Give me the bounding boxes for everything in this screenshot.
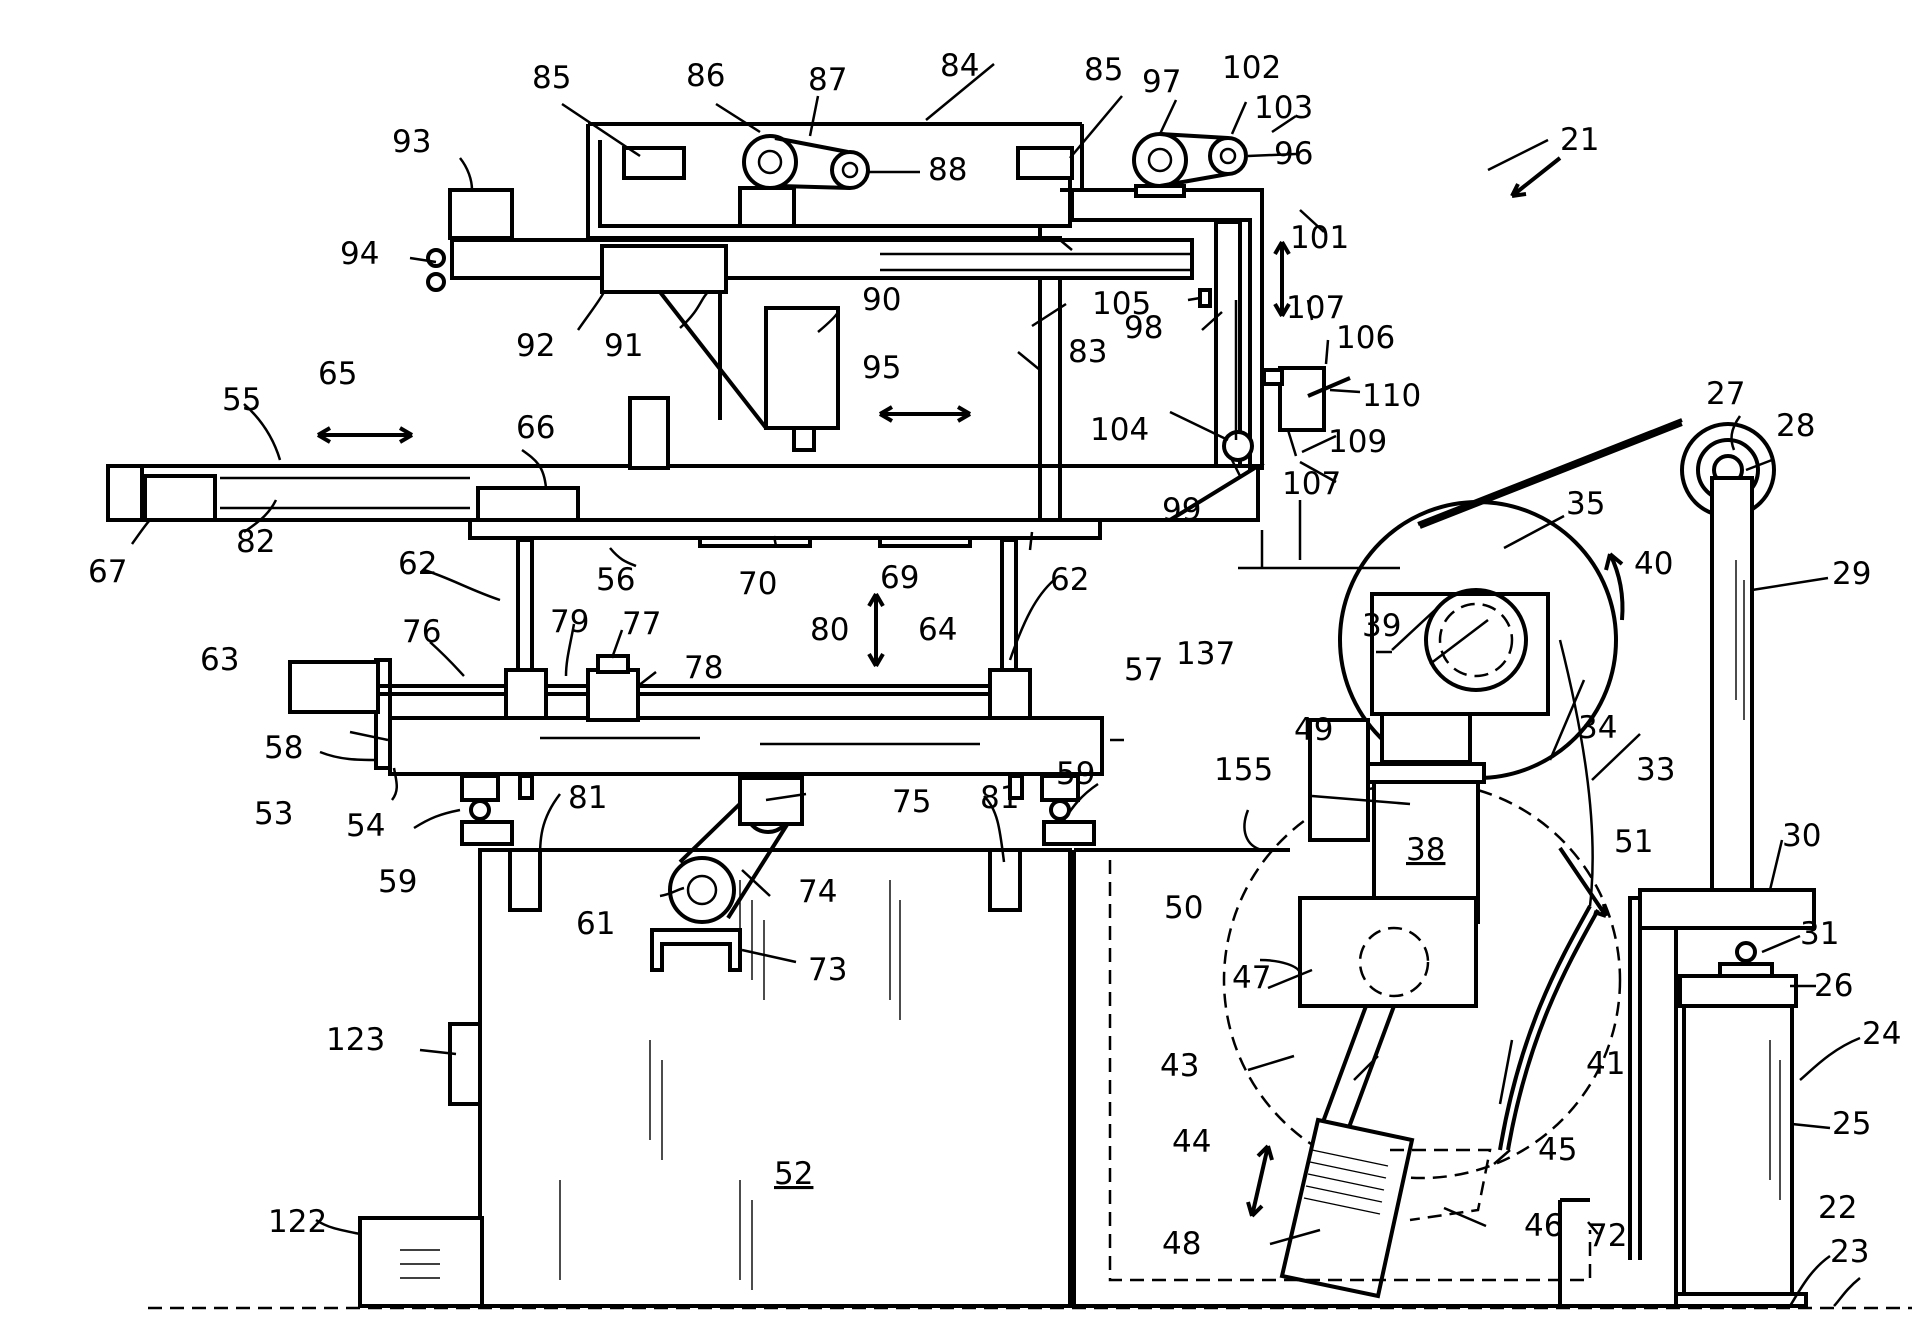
ref-label-72: 72 <box>1588 1218 1627 1254</box>
ref-label-31: 31 <box>1800 916 1839 952</box>
ref-label-23: 23 <box>1830 1234 1869 1270</box>
ref-label-57: 57 <box>1124 652 1163 688</box>
ref-label-30: 30 <box>1782 818 1821 854</box>
ref-label-46: 46 <box>1524 1208 1563 1244</box>
ref-label-107b: 107 <box>1282 466 1341 502</box>
ref-label-43: 43 <box>1160 1048 1199 1084</box>
ref-label-21: 21 <box>1560 122 1599 158</box>
ref-label-122: 122 <box>268 1204 327 1240</box>
ref-label-77: 77 <box>622 606 661 642</box>
ref-label-25: 25 <box>1832 1106 1871 1142</box>
ref-label-99: 99 <box>1162 492 1201 528</box>
ref-label-93: 93 <box>392 124 431 160</box>
ref-label-87: 87 <box>808 62 847 98</box>
ref-label-123: 123 <box>326 1022 385 1058</box>
ref-label-67: 67 <box>88 554 127 590</box>
ref-label-52: 52 <box>774 1156 813 1192</box>
ref-label-104: 104 <box>1090 412 1149 448</box>
ref-label-78: 78 <box>684 650 723 686</box>
ref-label-69: 69 <box>880 560 919 596</box>
ref-label-103: 103 <box>1254 90 1313 126</box>
ref-label-70: 70 <box>738 566 777 602</box>
top-pulleys <box>740 136 868 226</box>
ref-label-101: 101 <box>1290 220 1349 256</box>
ref-label-91: 91 <box>604 328 643 364</box>
ref-label-97: 97 <box>1142 64 1181 100</box>
ref-label-62a: 62 <box>398 546 437 582</box>
ref-label-59b: 59 <box>1056 756 1095 792</box>
ref-label-76: 76 <box>402 614 441 650</box>
ref-label-82: 82 <box>236 524 275 560</box>
ref-label-27: 27 <box>1706 376 1745 412</box>
ref-label-34: 34 <box>1578 710 1617 746</box>
ref-label-53: 53 <box>254 796 293 832</box>
ref-label-85b: 85 <box>1084 52 1123 88</box>
ref-label-26: 26 <box>1814 968 1853 1004</box>
ref-label-109: 109 <box>1328 424 1387 460</box>
ref-label-50: 50 <box>1164 890 1203 926</box>
side-pulleys <box>1134 134 1246 196</box>
ref-label-59a: 59 <box>378 864 417 900</box>
ref-label-84: 84 <box>940 48 979 84</box>
ref-label-61: 61 <box>576 906 615 942</box>
ref-label-80: 80 <box>810 612 849 648</box>
ref-label-40: 40 <box>1634 546 1673 582</box>
ref-label-86: 86 <box>686 58 725 94</box>
ref-label-92: 92 <box>516 328 555 364</box>
ref-label-49: 49 <box>1294 712 1333 748</box>
ref-label-90: 90 <box>862 282 901 318</box>
ref-label-28: 28 <box>1776 408 1815 444</box>
ref-label-74: 74 <box>798 874 837 910</box>
ref-label-47: 47 <box>1232 960 1271 996</box>
ref-label-62b: 62 <box>1050 562 1089 598</box>
ref-label-35: 35 <box>1566 486 1605 522</box>
ref-label-83: 83 <box>1068 334 1107 370</box>
ref-label-38: 38 <box>1406 832 1445 868</box>
ref-label-81b: 81 <box>980 780 1019 816</box>
ref-label-56: 56 <box>596 562 635 598</box>
ref-label-102: 102 <box>1222 50 1281 86</box>
ref-label-95: 95 <box>862 350 901 386</box>
ref-label-66: 66 <box>516 410 555 446</box>
upper-table <box>108 398 1258 546</box>
ref-label-81a: 81 <box>568 780 607 816</box>
ref-label-96: 96 <box>1274 136 1313 172</box>
ref-label-54: 54 <box>346 808 385 844</box>
ref-label-73: 73 <box>808 952 847 988</box>
ref-label-155: 155 <box>1214 752 1273 788</box>
vertical-posts <box>518 540 1016 670</box>
ref-label-51: 51 <box>1614 824 1653 860</box>
ref-label-85a: 85 <box>532 60 571 96</box>
ref-label-41: 41 <box>1586 1046 1625 1082</box>
ref-label-39: 39 <box>1362 608 1401 644</box>
ref-label-94: 94 <box>340 236 379 272</box>
ref-label-29: 29 <box>1832 556 1871 592</box>
ref-label-22: 22 <box>1818 1190 1857 1226</box>
ref-label-44: 44 <box>1172 1124 1211 1160</box>
ref-label-58: 58 <box>264 730 303 766</box>
ref-label-55: 55 <box>222 382 261 418</box>
ref-label-65: 65 <box>318 356 357 392</box>
ref-label-88: 88 <box>928 152 967 188</box>
ref-label-110: 110 <box>1362 378 1421 414</box>
ref-label-48: 48 <box>1162 1226 1201 1262</box>
ref-label-75: 75 <box>892 784 931 820</box>
ref-label-63: 63 <box>200 642 239 678</box>
ref-label-24: 24 <box>1862 1016 1901 1052</box>
ref-label-33: 33 <box>1636 752 1675 788</box>
ref-label-45: 45 <box>1538 1132 1577 1168</box>
ref-label-105: 105 <box>1092 286 1151 322</box>
ref-label-137: 137 <box>1176 636 1235 672</box>
ref-label-107a: 107 <box>1286 290 1345 326</box>
winder-assembly <box>1110 420 1682 1296</box>
ref-label-64: 64 <box>918 612 957 648</box>
ref-label-79: 79 <box>550 604 589 640</box>
